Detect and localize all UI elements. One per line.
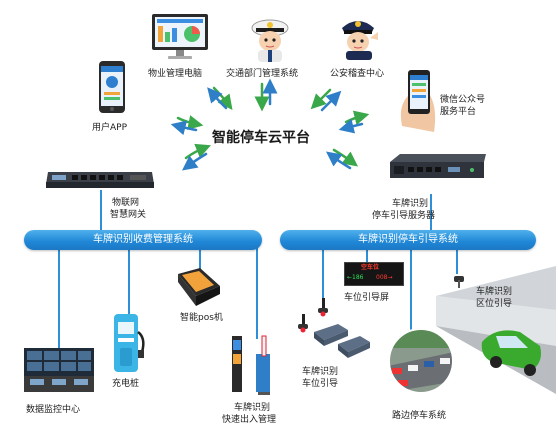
guide-screen-label: 车位引导屏 xyxy=(344,293,390,303)
gate-label-2: 快速出入管理 xyxy=(222,415,277,425)
server-label-1: 车牌识别 xyxy=(392,199,429,209)
area-guide-label-2: 区位引导 xyxy=(476,299,513,309)
gateway-label-2: 智慧网关 xyxy=(110,210,147,220)
arrow-wechat xyxy=(344,110,370,126)
charging-pile-icon xyxy=(114,314,145,372)
slot-guide-label-2: 车位引导 xyxy=(302,379,339,389)
bus-charging-management: 车牌识别收费管理系统 xyxy=(24,230,262,250)
guide-screen: 空车位 ←186 008→ xyxy=(344,262,404,286)
guidance-server-icon xyxy=(390,154,486,178)
gateway-to-bus-line xyxy=(100,190,102,234)
drop-area-guide xyxy=(456,244,458,274)
roadside-label: 路边停车系统 xyxy=(392,411,447,421)
video-wall-icon xyxy=(24,348,94,392)
server-label-2: 停车引导服务器 xyxy=(372,211,436,221)
wechat-label-1: 微信公众号 xyxy=(440,95,486,105)
pos-terminal-icon xyxy=(178,268,220,306)
gate-label-1: 车牌识别 xyxy=(234,403,271,413)
drop-monitor xyxy=(58,244,60,349)
bus-parking-guidance: 车牌识别停车引导系统 xyxy=(280,230,536,250)
monitor-center-label: 数据监控中心 xyxy=(26,405,81,415)
server-to-bus-line xyxy=(430,194,432,232)
cloud-platform-title: 智能停车云平台 xyxy=(212,130,310,146)
smartphone-icon xyxy=(99,61,125,113)
arrow-app xyxy=(176,115,204,130)
roadside-parking-icon xyxy=(388,328,454,394)
arrow-server xyxy=(332,148,359,167)
monitor-icon xyxy=(152,14,208,59)
wechat-label-2: 服务平台 xyxy=(440,107,477,117)
arrow-police xyxy=(310,88,332,110)
drop-slot-guide xyxy=(322,244,324,298)
traffic-police-icon xyxy=(251,19,289,62)
guide-screen-left: ←186 xyxy=(347,274,364,281)
wechat-phone-icon xyxy=(400,70,436,132)
iot-gateway-icon xyxy=(46,172,154,188)
police-officer-icon xyxy=(342,21,378,60)
police-label: 公安稽查中心 xyxy=(330,69,385,79)
traffic-dept-label: 交通部门管理系统 xyxy=(226,69,299,79)
slot-guide-label-1: 车牌识别 xyxy=(302,367,339,377)
barrier-gate-icon xyxy=(232,335,270,395)
area-guide-icon xyxy=(436,266,556,394)
drop-gate xyxy=(256,244,258,339)
gateway-label-1: 物联网 xyxy=(112,198,140,208)
property-computer-label: 物业管理电脑 xyxy=(148,69,203,79)
guide-screen-right: 008→ xyxy=(376,274,393,281)
smart-pos-label: 智能pos机 xyxy=(180,313,223,323)
drop-guide-screen xyxy=(366,244,368,262)
drop-roadside xyxy=(410,244,412,330)
drop-pos xyxy=(199,244,201,274)
parking-slot-guide-icon xyxy=(298,298,370,358)
charging-pile-label: 充电桩 xyxy=(112,379,140,389)
area-guide-label-1: 车牌识别 xyxy=(476,287,513,297)
user-app-label: 用户APP xyxy=(92,123,128,133)
guide-screen-title: 空车位 xyxy=(361,264,380,271)
drop-charging xyxy=(128,244,130,314)
